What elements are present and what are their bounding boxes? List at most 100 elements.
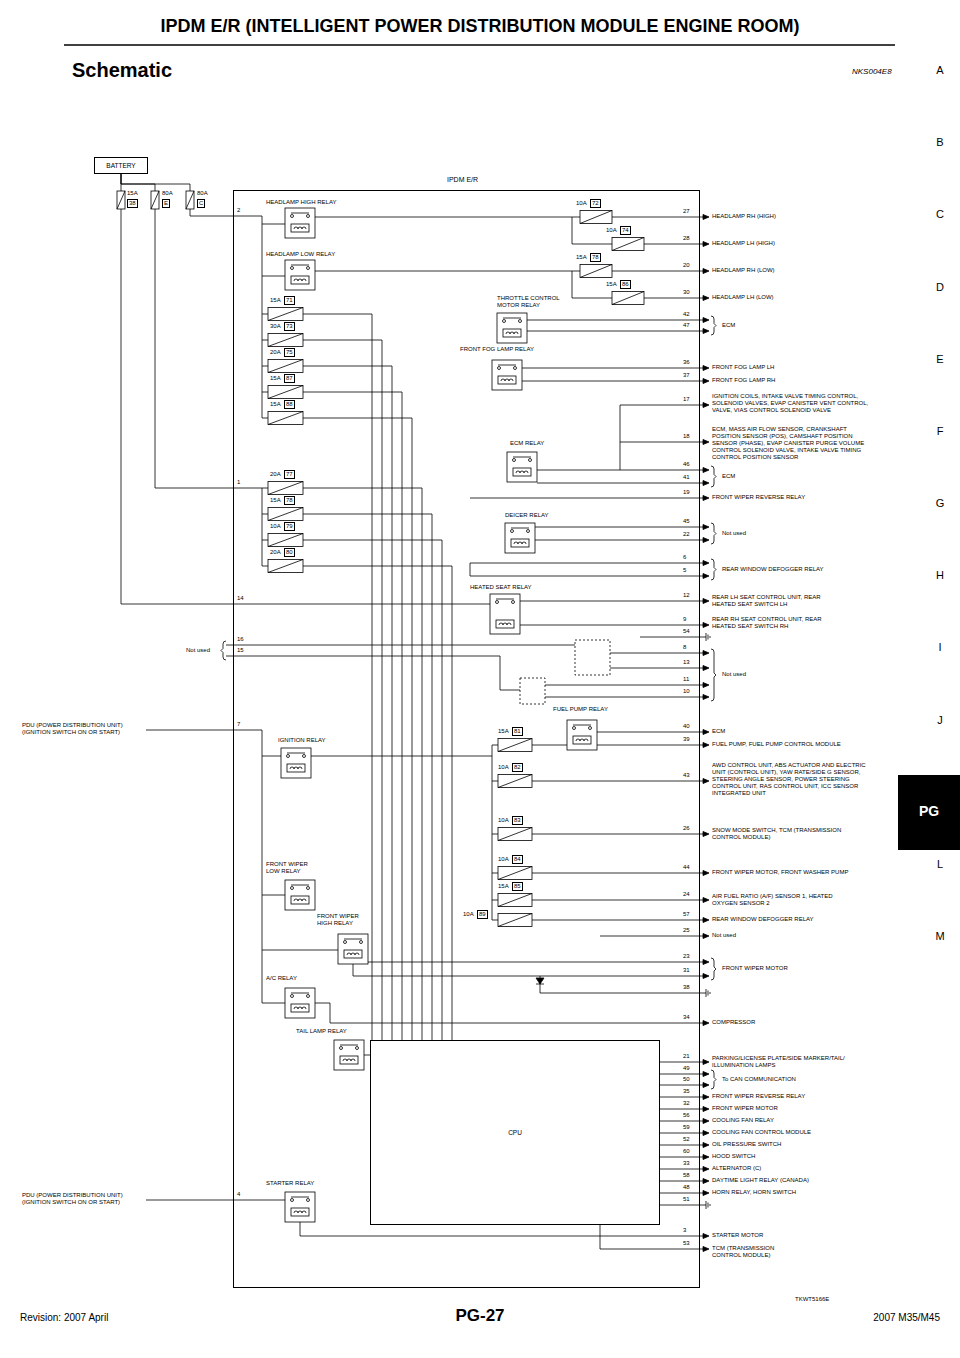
wire — [233, 730, 262, 1003]
label-text: 20A — [270, 349, 281, 356]
pin-number: 14 — [237, 595, 244, 602]
label-text: COOLING FAN RELAY — [712, 1117, 774, 1124]
wire — [492, 745, 498, 746]
relay-coil-loops — [294, 227, 306, 229]
wire — [303, 340, 382, 1040]
pin-number: 22 — [683, 531, 690, 538]
output-arrow — [703, 403, 709, 408]
diode-symbol — [536, 978, 544, 984]
wire — [535, 540, 700, 541]
output-arrow — [703, 1095, 709, 1100]
section-tab-letter: F — [937, 425, 944, 438]
wire — [262, 514, 268, 515]
relay-switch — [291, 265, 309, 266]
fuse-number: 89 — [477, 910, 488, 919]
pin-number: 56 — [683, 1112, 690, 1119]
pin-number: 5 — [683, 567, 686, 574]
relay-switch — [344, 939, 362, 940]
wire — [532, 920, 700, 921]
label-text: ECM — [712, 728, 725, 735]
relay-coil-loops — [294, 1211, 306, 1213]
relay-contact — [307, 267, 310, 270]
fuse-element — [268, 508, 303, 521]
fuse-element — [498, 775, 532, 788]
wire — [353, 964, 700, 976]
wire — [262, 276, 285, 277]
output-arrow — [703, 623, 709, 628]
output-arrow — [703, 440, 709, 445]
wire — [537, 470, 700, 471]
wire — [303, 366, 392, 1040]
wire — [527, 320, 700, 321]
relay-coil — [496, 620, 514, 628]
label-text: STARTER MOTOR — [712, 1232, 763, 1239]
pin-number: 48 — [683, 1184, 690, 1191]
wire — [612, 271, 700, 272]
wire — [545, 685, 700, 686]
relay-coil — [513, 468, 531, 476]
relay-coil-loops — [506, 332, 518, 334]
pin-number: 58 — [683, 1172, 690, 1179]
label-text: NKS004E8 — [852, 67, 892, 76]
relay-contact — [514, 367, 517, 370]
wire — [520, 625, 700, 626]
output-arrow — [703, 1119, 709, 1124]
wire — [315, 271, 580, 272]
label-text: 15A — [576, 254, 587, 261]
bracket — [221, 641, 226, 660]
label-text: FRONT FOG LAMP RH — [712, 377, 775, 384]
fuse-number: 74 — [620, 226, 631, 235]
relay-coil-loops — [294, 1007, 306, 1009]
label-text: STARTER RELAY — [266, 1180, 314, 1187]
output-arrow — [703, 918, 709, 923]
pin-number: 59 — [683, 1124, 690, 1131]
relay-contact — [589, 727, 592, 730]
fuse-number: 71 — [284, 296, 295, 305]
fuse-number: 80 — [284, 548, 295, 557]
wire — [262, 340, 268, 341]
fuse-element — [498, 739, 532, 752]
output-arrow — [703, 974, 709, 979]
diode-bar — [536, 984, 544, 985]
relay-contact — [529, 459, 532, 462]
label-text: 15A — [270, 497, 281, 504]
output-arrow — [703, 496, 709, 501]
pin-number: 6 — [683, 554, 686, 561]
wire — [660, 1121, 700, 1122]
label-text: 10A — [463, 911, 474, 918]
page-title: IPDM E/R (INTELLIGENT POWER DISTRIBUTION… — [161, 16, 800, 37]
label-text: COMPRESSOR — [712, 1019, 755, 1026]
label-text: 15A — [127, 190, 138, 197]
pin-number: 46 — [683, 461, 690, 468]
wire — [620, 405, 700, 406]
fuse-element — [268, 534, 303, 547]
output-arrow — [703, 683, 709, 688]
label-text: REAR WINDOW DEFOGGER RELAY — [722, 566, 824, 573]
wire — [368, 962, 700, 963]
label-text: Not used — [186, 647, 210, 654]
relay-contact — [360, 941, 363, 944]
pin-number: 7 — [237, 721, 240, 728]
label-text: 30A — [270, 323, 281, 330]
output-arrow — [703, 666, 709, 671]
output-arrow — [703, 871, 709, 876]
pin-number: 38 — [683, 984, 690, 991]
wire — [303, 314, 372, 1040]
wire — [545, 697, 700, 698]
label-text: A/C RELAY — [266, 975, 297, 982]
pin-number: 26 — [683, 825, 690, 832]
schematic-group — [64, 45, 895, 1252]
bracket — [711, 316, 716, 335]
wire — [470, 563, 700, 576]
cpu-box: CPU — [370, 1040, 660, 1225]
label-text: REAR WINDOW DEFOGGER RELAY — [712, 916, 814, 923]
relay-switch — [498, 365, 516, 366]
output-arrow — [703, 1072, 709, 1077]
pin-number: 40 — [683, 723, 690, 730]
label-text: TAIL LAMP RELAY — [296, 1028, 347, 1035]
output-arrow — [703, 1131, 709, 1136]
label-text: FRONT WIPER LOW RELAY — [266, 861, 316, 875]
wire — [660, 1109, 700, 1110]
label-text: 10A — [270, 523, 281, 530]
output-arrow — [703, 1234, 709, 1239]
